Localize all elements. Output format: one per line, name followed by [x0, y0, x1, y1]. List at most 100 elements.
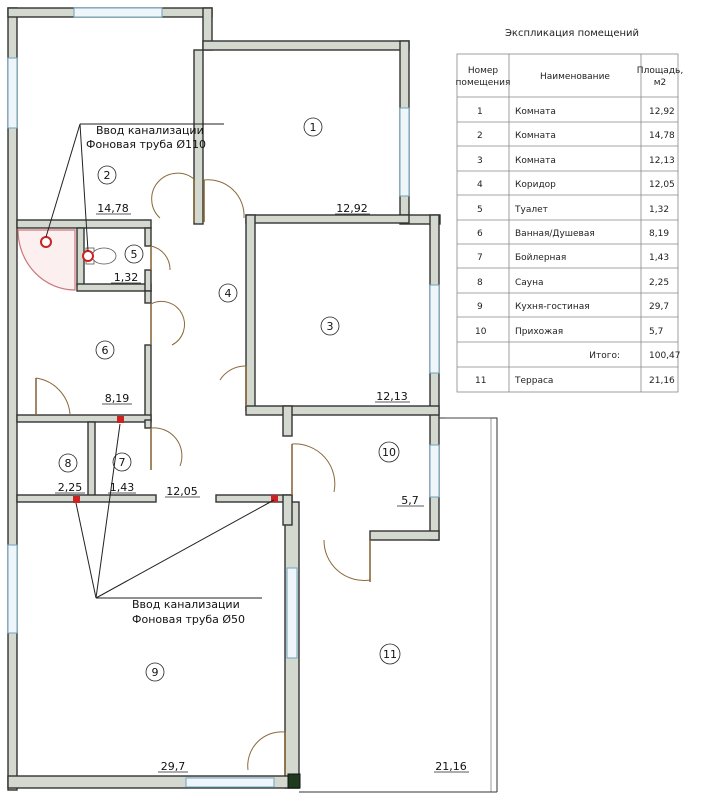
room-number: 11 [383, 648, 397, 661]
room-area: 1,32 [114, 271, 139, 284]
room-number: 7 [119, 456, 126, 469]
room-label: 6 8,19 [95, 340, 132, 405]
sewer-pipe-50-icon [271, 495, 278, 502]
header-name: Наименование [540, 72, 610, 82]
row-name: Бойлерная [515, 253, 566, 263]
table-row: 3 Комната 12,13 [477, 156, 675, 166]
room-number: 1 [310, 121, 317, 134]
room-label: 10 5,7 [378, 441, 424, 507]
room-label: 5 1,32 [111, 244, 144, 284]
row-num: 1 [477, 107, 483, 117]
row-num: 4 [477, 180, 483, 190]
table-total-row: Итого: 100,47 [589, 351, 680, 361]
room-label: 3 12,13 [320, 316, 410, 403]
header-area-line1: Площадь, [637, 66, 683, 76]
note-line: Ввод канализации [132, 598, 240, 611]
sewer-pipe-110-icon [82, 250, 94, 262]
terrace-outline [299, 417, 498, 793]
row-num: 2 [477, 131, 483, 141]
row-area: 8,19 [649, 229, 669, 239]
table-row: 10 Прихожая 5,7 [475, 327, 663, 337]
room-label: 7 1,43 [108, 452, 136, 494]
room-number: 10 [382, 446, 396, 459]
room-number: 6 [102, 344, 109, 357]
table-terrace-row: 11 Терраса 21,16 [475, 376, 675, 386]
row-name: Туалет [514, 205, 548, 215]
table-title: Экспликация помещений [505, 28, 639, 39]
row-num: 7 [477, 253, 483, 263]
explication-table: Экспликация помещений Номер помещения На… [456, 28, 683, 393]
row-num: 9 [477, 302, 483, 312]
row-num: 6 [477, 229, 483, 239]
row-num: 3 [477, 156, 483, 166]
walls [7, 7, 441, 791]
room-area: 21,16 [435, 760, 467, 773]
row-name: Прихожая [515, 327, 563, 337]
room-label: 2 14,78 [96, 165, 131, 215]
row-area: 12,92 [649, 107, 675, 117]
note-line: Фоновая труба Ø110 [86, 138, 206, 151]
header-num-line1: Номер [468, 66, 499, 76]
room-area: 12,05 [166, 485, 198, 498]
row-name: Кухня-гостиная [515, 302, 590, 312]
row-name: Ванная/Душевая [515, 229, 595, 239]
row-area: 12,13 [649, 156, 675, 166]
room-label: 9 29,7 [145, 662, 188, 773]
table-row: 2 Комната 14,78 [477, 131, 675, 141]
room-label: 8 2,25 [55, 453, 85, 494]
row-num: 10 [475, 327, 487, 337]
row-area: 12,05 [649, 180, 675, 190]
room-number: 8 [65, 457, 72, 470]
row-num: 5 [477, 205, 483, 215]
table-row: 5 Туалет 1,32 [477, 205, 669, 215]
table-row: 9 Кухня-гостиная 29,7 [477, 302, 669, 312]
room-area: 5,7 [401, 494, 419, 507]
row-name: Комната [515, 156, 556, 166]
total-label: Итого: [589, 351, 620, 361]
row-name: Терраса [514, 376, 553, 386]
table-row: 4 Коридор 12,05 [477, 180, 675, 190]
row-area: 1,32 [649, 205, 669, 215]
window [429, 444, 440, 498]
room-number: 3 [327, 320, 334, 333]
window [399, 107, 410, 197]
room-area: 1,43 [110, 481, 135, 494]
room-area: 2,25 [58, 481, 83, 494]
note-line: Ввод канализации [96, 124, 204, 137]
table-row: 8 Сауна 2,25 [477, 278, 669, 288]
room-label: 4 12,05 [165, 283, 238, 498]
window [7, 544, 18, 634]
window [7, 57, 18, 129]
row-name: Сауна [515, 278, 544, 288]
windows [7, 7, 440, 788]
window [286, 567, 298, 659]
row-name: Комната [515, 107, 556, 117]
room-area: 8,19 [105, 392, 130, 405]
row-area: 1,43 [649, 253, 669, 263]
window [185, 777, 275, 788]
sewer-note-110: Ввод канализации Фоновая труба Ø110 [86, 124, 206, 151]
leader-lines [45, 123, 275, 599]
total-area: 100,47 [649, 351, 681, 361]
row-name: Коридор [515, 180, 556, 190]
room-label: 11 21,16 [379, 643, 469, 773]
window [429, 284, 440, 374]
row-name: Комната [515, 131, 556, 141]
note-line: Фоновая труба Ø50 [132, 613, 245, 626]
table-row: 6 Ванная/Душевая 8,19 [477, 229, 669, 239]
sewer-pipe-110-icon [40, 236, 52, 248]
shower-corner [17, 229, 76, 291]
sewer-points [40, 236, 278, 503]
sewer-note-50: Ввод канализации Фоновая труба Ø50 [132, 598, 245, 626]
sewer-pipe-50-icon [73, 496, 80, 503]
table-row: 7 Бойлерная 1,43 [477, 253, 669, 263]
room-label: 1 12,92 [303, 117, 370, 215]
room-number: 4 [225, 287, 232, 300]
row-area: 2,25 [649, 278, 669, 288]
room-area: 29,7 [161, 760, 186, 773]
window [73, 7, 163, 18]
sewer-pipe-50-icon [117, 416, 124, 423]
room-area: 12,92 [336, 202, 368, 215]
